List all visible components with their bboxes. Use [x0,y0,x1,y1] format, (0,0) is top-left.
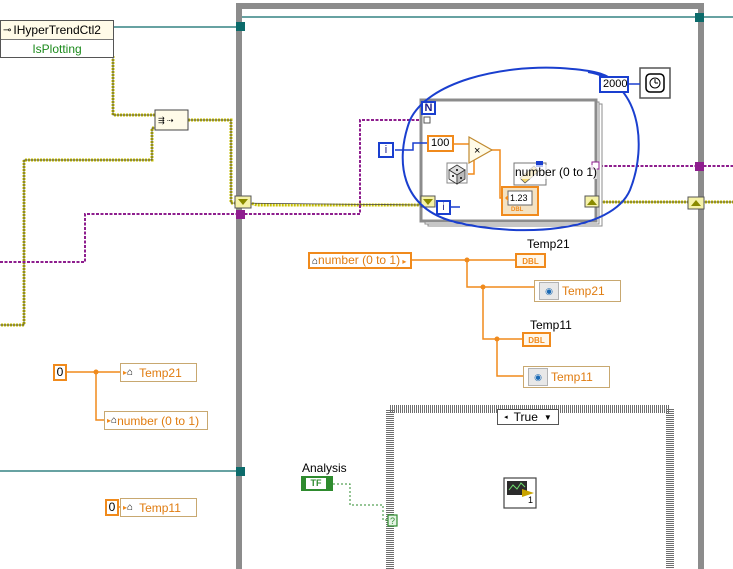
case-selector-left-arrow: ◂ [504,414,508,421]
tunnel-purple-left [236,210,245,219]
invoke-node-small[interactable]: ⇶ ⇢ [154,109,189,131]
refnum-wire[interactable] [0,119,733,263]
analysis-boolean-control[interactable]: TF [301,476,333,491]
temp11-shared-variable[interactable]: ◉ Temp11 [523,366,610,388]
zero-constant-2[interactable]: 0 [105,499,119,516]
temp21-indicator[interactable]: DBL [515,253,546,268]
numeric-indicator-dbl: DBL [511,207,524,213]
shared-variable-icon: ◉ [539,282,559,300]
analysis-label: Analysis [302,461,347,475]
subvi-icon[interactable] [503,477,537,509]
arrow-out-icon: ▸ [400,257,407,266]
case-selector-label[interactable]: ◂ True ▼ [497,409,559,425]
property-node-class: ⊸ IHyperTrendCtl2 [1,21,113,40]
shared-variable-icon: ◉ [528,368,548,386]
home-icon: ⌂ [127,502,134,513]
home-icon: ⌂ [111,415,118,426]
temp11-indicator-label: Temp11 [530,318,572,332]
temp21-shared-variable[interactable]: ◉ Temp21 [534,280,621,302]
loop-count-terminal[interactable]: N [421,101,436,115]
number-wire[interactable] [412,259,534,377]
loop-tunnel-left-small [423,116,431,124]
number-local-write[interactable]: ▸⌂number (0 to 1) [104,411,208,430]
constant-100[interactable]: 100 [427,135,454,152]
multiply-node[interactable]: × [468,135,494,165]
property-node-icon: ⊸ [3,24,12,36]
home-icon: ⌂ [312,256,319,267]
svg-text:×: × [474,145,480,157]
subvi-badge: 1 [528,495,534,505]
index-terminal-outer[interactable]: i [378,142,394,158]
case-selector-terminal[interactable] [387,514,398,527]
temp21-local-write[interactable]: ▸⌂Temp21 [120,363,197,382]
random-number-dice-icon[interactable] [446,162,468,185]
property-node[interactable]: ⊸ IHyperTrendCtl2 IsPlotting [0,20,114,58]
loop-index-terminal[interactable]: i [436,200,451,215]
zero-wire[interactable] [67,371,120,508]
boolean-wire[interactable] [333,483,390,521]
wait-ms-constant[interactable]: 2000 [599,76,629,93]
analysis-boolean-value: TF [306,478,326,489]
svg-text:⇶ ⇢: ⇶ ⇢ [158,116,174,125]
tunnel-teal-top-left [236,22,245,31]
numeric-indicator-terminal[interactable] [501,186,539,216]
number-local-read[interactable]: ⌂number (0 to 1) ▸ [308,252,412,269]
tunnel-teal-bottom [236,467,245,476]
numeric-indicator-value: 1.23 [510,193,528,203]
teal-wire-top[interactable] [113,16,699,28]
temp11-indicator[interactable]: DBL [522,332,551,347]
shift-register-left[interactable] [234,195,252,209]
svg-text:?: ? [390,516,395,526]
wait-ms-node[interactable] [639,67,671,99]
error-wire[interactable] [0,56,733,327]
tunnel-purple-right [695,162,704,171]
annotation-circle [401,66,640,232]
property-node-item[interactable]: IsPlotting [32,42,82,56]
loop-shift-register-right[interactable] [584,195,600,208]
loop-shift-register-left[interactable] [420,195,436,208]
tunnel-teal-top-right [695,13,704,22]
while-loop-frame[interactable] [236,3,704,569]
temp21-indicator-label: Temp21 [527,237,570,251]
shift-register-right[interactable] [687,196,705,210]
temp11-local-write[interactable]: ▸⌂Temp11 [120,498,197,517]
zero-constant-1[interactable]: 0 [53,364,67,381]
random-number-label: number (0 to 1) [515,165,598,179]
home-icon: ⌂ [127,367,134,378]
case-selector-dropdown-icon: ▼ [543,412,552,422]
